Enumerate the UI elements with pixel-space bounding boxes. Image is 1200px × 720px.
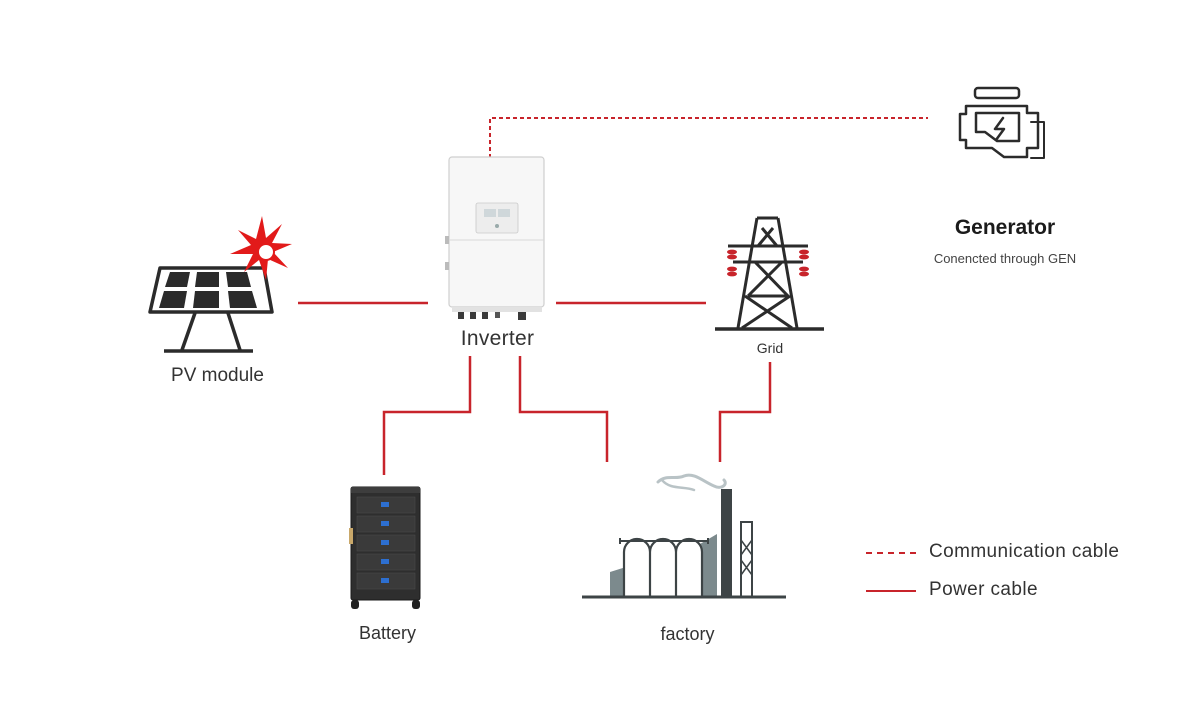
inverter-to-factory-cable bbox=[518, 356, 609, 462]
factory-icon bbox=[582, 473, 786, 599]
battery-rack-icon bbox=[349, 486, 421, 609]
generator-engine-icon bbox=[958, 86, 1045, 159]
power-cables bbox=[298, 301, 772, 475]
inverter-icon bbox=[445, 156, 545, 320]
generator-sublabel: Conencted through GEN bbox=[933, 251, 1077, 266]
inverter-to-battery-cable bbox=[382, 356, 472, 475]
generator-label: Generator bbox=[954, 216, 1056, 239]
transmission-tower-icon bbox=[715, 216, 824, 331]
factory-label: factory bbox=[660, 624, 715, 644]
legend-power-label: Power cable bbox=[929, 579, 1038, 600]
pv-module-label: PV module bbox=[171, 365, 264, 386]
grid-label: Grid bbox=[756, 340, 784, 356]
grid-to-factory-cable bbox=[718, 362, 772, 462]
inverter-to-generator-comm-cable bbox=[489, 117, 928, 158]
tower-insulators bbox=[727, 249, 809, 277]
communication-cable-swatch bbox=[866, 552, 916, 554]
battery-label: Battery bbox=[358, 623, 417, 643]
sun-burst-icon bbox=[230, 216, 292, 280]
legend-communication-label: Communication cable bbox=[929, 541, 1120, 562]
solar-panel-icon bbox=[148, 266, 274, 353]
power-cable-swatch bbox=[866, 590, 916, 592]
inverter-label: Inverter bbox=[460, 327, 535, 350]
